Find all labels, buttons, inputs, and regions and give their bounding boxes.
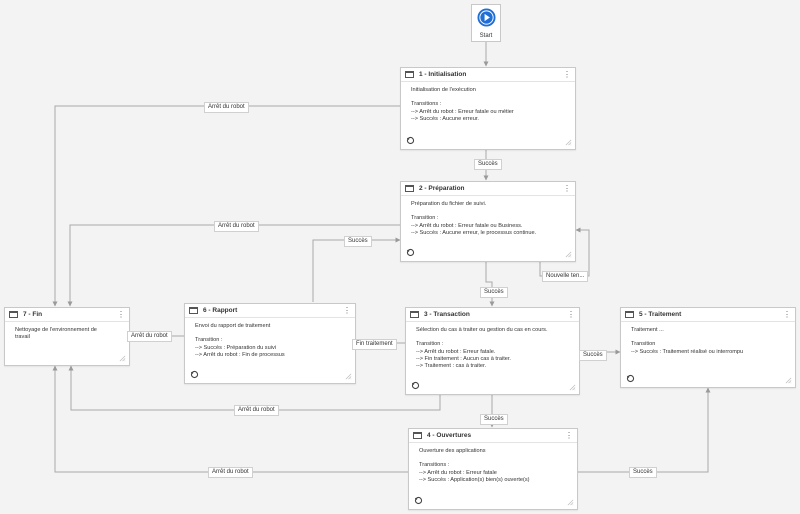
edge-label-nouvelle-tentative[interactable]: Nouvelle ten... <box>542 271 589 282</box>
kebab-menu-icon[interactable]: ⋮ <box>117 309 125 319</box>
refresh-icon <box>406 136 415 145</box>
state-desc: --> Arrêt du robot : Erreur fatale ou Bu… <box>411 222 523 229</box>
resize-grip-icon[interactable] <box>119 355 126 362</box>
resize-grip-icon[interactable] <box>565 251 572 258</box>
edge-label-succes-transaction-ouvertures[interactable]: Succès <box>480 414 508 425</box>
state-desc: Transition : <box>195 337 223 344</box>
state-desc: --> Arrêt du robot : Fin de processus <box>195 351 285 358</box>
kebab-menu-icon[interactable]: ⋮ <box>567 309 575 319</box>
start-label: Start <box>479 33 493 39</box>
state-desc: --> Arrêt du robot : Erreur fatale <box>419 469 497 476</box>
state-desc: Transitions : <box>419 462 450 469</box>
edge-label-arret-ouvertures[interactable]: Arrêt du robot <box>208 467 253 478</box>
kebab-menu-icon[interactable]: ⋮ <box>563 69 571 79</box>
state-icon <box>405 71 414 78</box>
state-desc: --> Succès : Traitement réalisé ou inter… <box>631 348 744 355</box>
state-desc: Transition : <box>416 341 444 348</box>
state-desc: --> Succès : Aucune erreur. <box>411 115 479 122</box>
edge-label-fin-traitement[interactable]: Fin traitement <box>352 339 397 350</box>
state-desc: Envoi du rapport de traitement <box>195 323 271 329</box>
edge-ouvertures-to-fin <box>52 365 408 473</box>
edge-label-succes-initialisation[interactable]: Succès <box>474 159 502 170</box>
kebab-menu-icon[interactable]: ⋮ <box>565 430 573 440</box>
state-title: 6 - Rapport <box>203 307 238 314</box>
resize-grip-icon[interactable] <box>569 384 576 391</box>
state-icon <box>189 307 198 314</box>
refresh-icon <box>190 370 199 379</box>
kebab-menu-icon[interactable]: ⋮ <box>563 183 571 193</box>
state-icon <box>410 311 419 318</box>
state-desc: Initialisation de l'exécution <box>411 87 476 93</box>
edge-label-succes-rapport[interactable]: Succès <box>344 236 372 247</box>
state-traitement[interactable]: 5 - Traitement ⋮ Traitement ... Transiti… <box>620 307 796 388</box>
state-desc: --> Arrêt du robot : Erreur fatale. <box>416 348 496 355</box>
state-transaction[interactable]: 3 - Transaction ⋮ Sélection du cas à tra… <box>405 307 580 395</box>
state-icon <box>405 185 414 192</box>
state-rapport[interactable]: 6 - Rapport ⋮ Envoi du rapport de traite… <box>184 303 356 384</box>
refresh-icon <box>626 374 635 383</box>
edge-label-succes-ouvertures[interactable]: Succès <box>629 467 657 478</box>
state-preparation[interactable]: 2 - Préparation ⋮ Préparation du fichier… <box>400 181 576 262</box>
state-desc: --> Fin traitement : Aucun cas à traiter… <box>416 355 511 362</box>
state-desc: --> Arrêt du robot : Erreur fatale ou mé… <box>411 108 514 115</box>
state-desc: --> Traitement : cas à traiter. <box>416 363 487 370</box>
edge-label-arret-transaction[interactable]: Arrêt du robot <box>234 405 279 416</box>
edge-label-arret-rapport[interactable]: Arrêt du robot <box>127 331 172 342</box>
state-desc: --> Succès : Préparation du suivi <box>195 344 276 351</box>
resize-grip-icon[interactable] <box>567 499 574 506</box>
edge-preparation-to-transaction <box>485 262 495 307</box>
state-desc: Transition <box>631 341 656 348</box>
state-desc: travail <box>15 334 30 341</box>
resize-grip-icon[interactable] <box>345 373 352 380</box>
state-title: 2 - Préparation <box>419 185 465 192</box>
state-title: 7 - Fin <box>23 311 43 318</box>
edge-label-succes-transaction-traitement[interactable]: Succès <box>579 350 607 361</box>
state-desc: Transition : <box>411 215 439 222</box>
start-node[interactable]: Start <box>471 4 501 42</box>
state-desc: Nettoyage de l'environnement de <box>15 327 97 333</box>
kebab-menu-icon[interactable]: ⋮ <box>783 309 791 319</box>
edge-initialisation-to-fin <box>52 105 400 307</box>
edge-label-arret-preparation[interactable]: Arrêt du robot <box>214 221 259 232</box>
edge-ouvertures-to-traitement <box>578 387 711 473</box>
state-icon <box>625 311 634 318</box>
refresh-icon <box>411 381 420 390</box>
state-desc: Traitement ... <box>631 327 664 333</box>
state-desc: Transitions : <box>411 101 442 108</box>
state-title: 5 - Traitement <box>639 311 682 318</box>
edge-preparation-to-fin <box>67 224 400 307</box>
state-ouvertures[interactable]: 4 - Ouvertures ⋮ Ouverture des applicati… <box>408 428 578 510</box>
state-desc: Sélection du cas à traiter ou gestion du… <box>416 327 548 333</box>
state-desc: --> Succès : Aucune erreur, le processus… <box>411 229 537 236</box>
refresh-icon <box>406 248 415 257</box>
state-title: 4 - Ouvertures <box>427 432 472 439</box>
state-desc: Préparation du fichier de suivi. <box>411 201 487 207</box>
resize-grip-icon[interactable] <box>565 139 572 146</box>
state-title: 1 - Initialisation <box>419 71 467 78</box>
kebab-menu-icon[interactable]: ⋮ <box>343 305 351 315</box>
state-initialisation[interactable]: 1 - Initialisation ⋮ Initialisation de l… <box>400 67 576 150</box>
refresh-icon <box>414 496 423 505</box>
state-icon <box>413 432 422 439</box>
state-desc: Ouverture des applications <box>419 448 486 454</box>
edge-label-arret-initialisation[interactable]: Arrêt du robot <box>204 102 249 113</box>
resize-grip-icon[interactable] <box>785 377 792 384</box>
edge-rapport-to-preparation <box>312 237 401 302</box>
final-state-icon <box>9 311 18 318</box>
play-icon <box>476 8 496 27</box>
state-fin[interactable]: 7 - Fin ⋮ Nettoyage de l'environnement d… <box>4 307 130 366</box>
state-desc: --> Succès : Application(s) bien(s) ouve… <box>419 476 530 483</box>
edge-label-succes-preparation[interactable]: Succès <box>480 287 508 298</box>
state-title: 3 - Transaction <box>424 311 470 318</box>
edge-preparation-self-loop <box>539 227 590 277</box>
